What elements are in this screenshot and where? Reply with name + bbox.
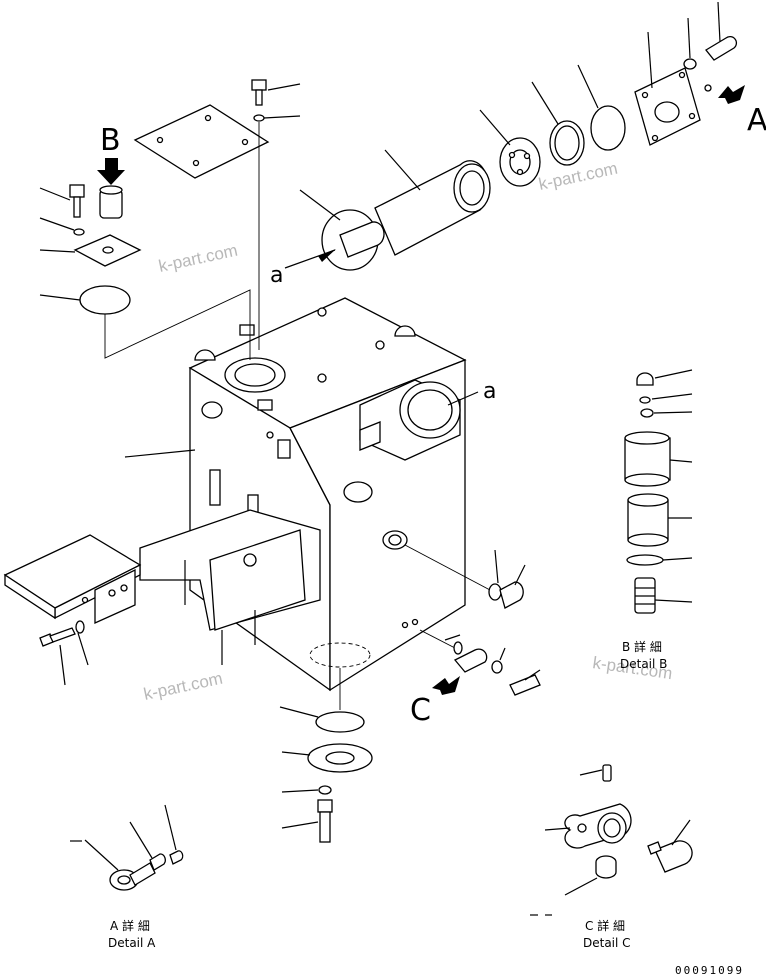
ref-a-top: a bbox=[270, 263, 283, 288]
drawing-code: 00091099 bbox=[675, 964, 744, 977]
step-plate bbox=[3, 534, 142, 625]
tank-ref-a: a bbox=[447, 379, 496, 406]
hydraulic-tank bbox=[188, 297, 467, 692]
step-bolt bbox=[39, 620, 89, 686]
watermark-2: k-part.com bbox=[537, 159, 619, 194]
cover-plate bbox=[133, 104, 270, 179]
detail-c-en: Detail C bbox=[583, 936, 631, 950]
view-b-callout: B bbox=[97, 123, 125, 185]
view-a-label: A bbox=[747, 103, 766, 138]
breather-assembly bbox=[39, 184, 251, 360]
detail-a-en: Detail A bbox=[108, 936, 156, 950]
detail-b: B 詳 細 Detail B bbox=[620, 369, 693, 671]
detail-b-jp: B 詳 細 bbox=[622, 639, 662, 654]
cover-bolt bbox=[251, 79, 301, 350]
side-port-fittings bbox=[404, 544, 526, 609]
detail-a-jp: A 詳 細 bbox=[110, 918, 150, 933]
drain-fittings: C bbox=[410, 629, 541, 728]
filter-assembly: a A bbox=[270, 1, 766, 288]
detail-c: C 詳 細 Detail C bbox=[530, 764, 693, 950]
watermark-3: k-part.com bbox=[142, 669, 224, 704]
detail-a: A 詳 細 Detail A bbox=[70, 804, 184, 950]
mounting-bracket bbox=[139, 509, 321, 665]
watermark-1: k-part.com bbox=[157, 241, 239, 276]
view-b-label: B bbox=[100, 123, 121, 158]
view-c-label: C bbox=[410, 693, 431, 728]
detail-c-jp: C 詳 細 bbox=[585, 918, 625, 933]
bottom-flange-stack bbox=[279, 668, 373, 843]
detail-b-en: Detail B bbox=[620, 657, 667, 671]
ref-a-tank: a bbox=[483, 379, 496, 404]
